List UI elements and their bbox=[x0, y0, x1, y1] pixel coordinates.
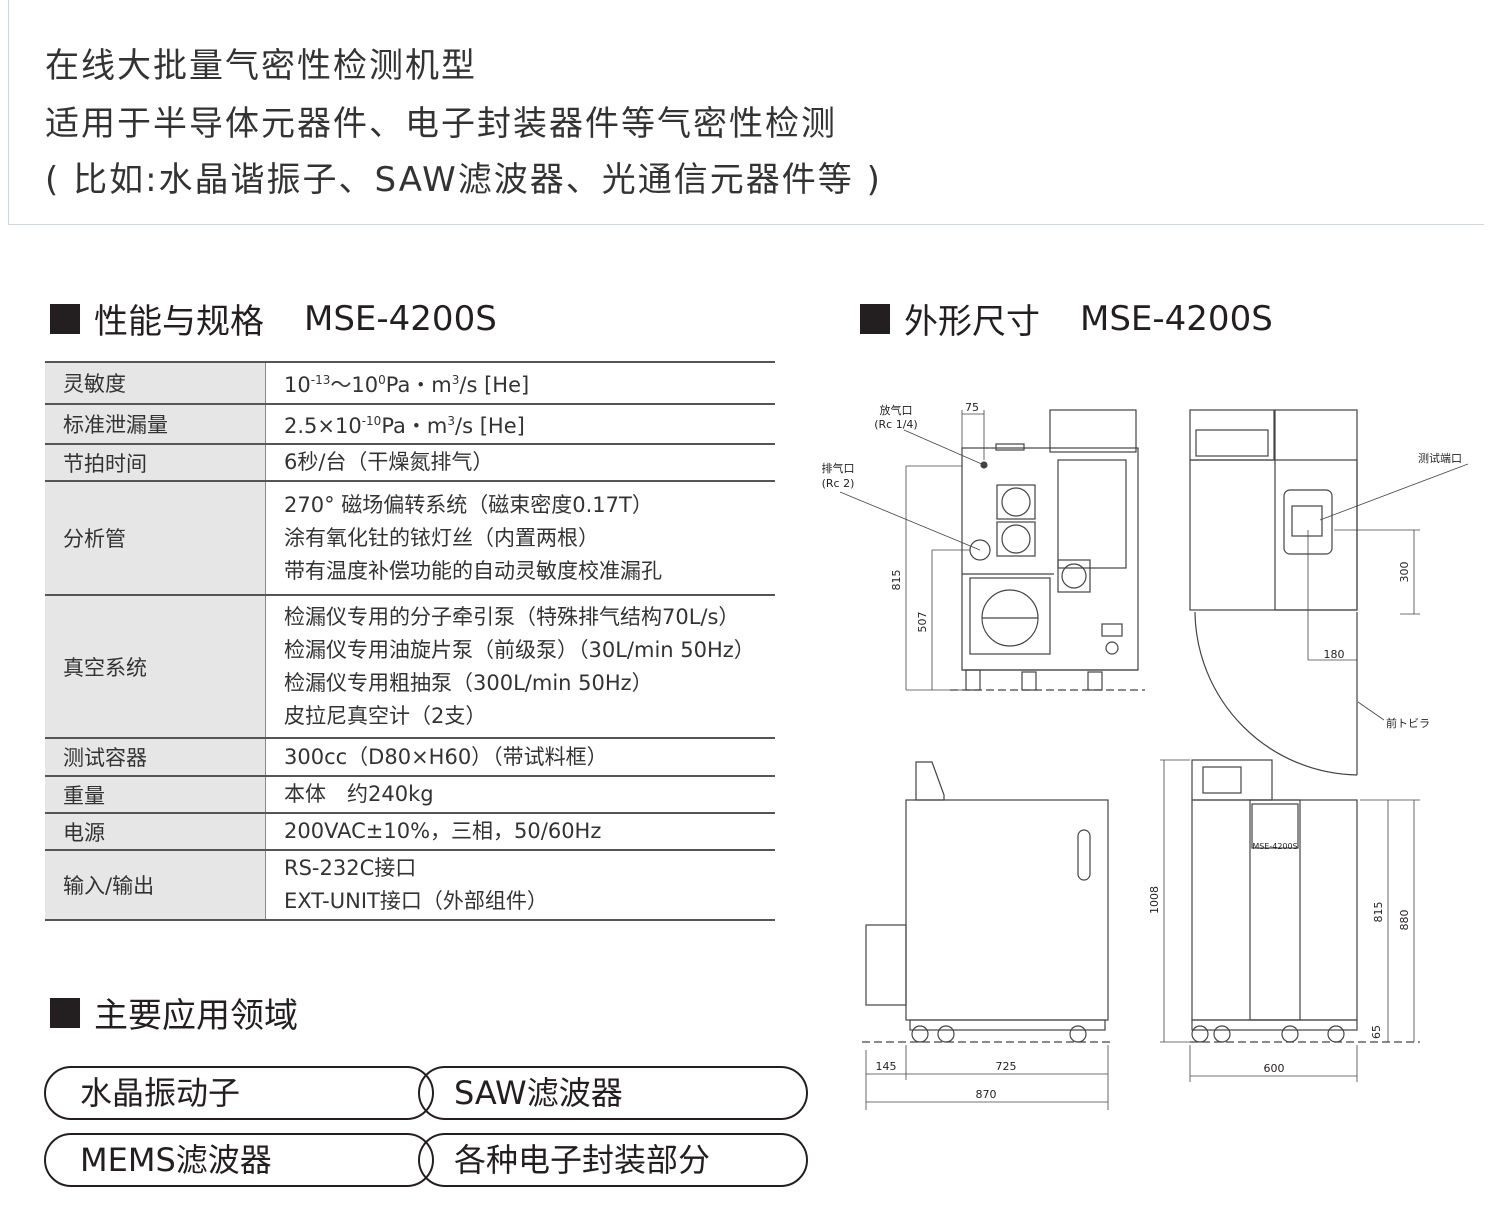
spec-label: 电源 bbox=[45, 812, 266, 851]
spec-label: 真空系统 bbox=[45, 594, 266, 739]
nameplate-label: MSE-4200S bbox=[1252, 842, 1297, 851]
dimension-lines bbox=[839, 410, 1469, 1110]
intro-line-2: 适用于半导体元器件、电子封装器件等气密性检测 bbox=[45, 104, 837, 144]
spec-row-sensitivity: 灵敏度 10-13～100Pa・m3/s [He] bbox=[45, 361, 775, 405]
application-pill: 水晶振动子 bbox=[44, 1066, 434, 1120]
spec-line: 检漏仪专用的分子牵引泵（特殊排气结构70L/s） bbox=[284, 604, 740, 629]
spec-row-power: 电源 200VAC±10%，三相，50/60Hz bbox=[45, 812, 775, 851]
vent-port-size: (Rc 1/4) bbox=[874, 418, 917, 431]
spec-row-test-chamber: 测试容器 300cc（D80×H60）（带试料框） bbox=[45, 737, 775, 777]
application-pill: MEMS滤波器 bbox=[44, 1133, 434, 1187]
exhaust-port-label: 排气口 bbox=[822, 461, 855, 475]
dim-815-top: 815 bbox=[890, 570, 903, 591]
test-port-label: 测试端口 bbox=[1418, 452, 1462, 465]
spec-row-standard-leak: 标准泄漏量 2.5×10-10Pa・m3/s [He] bbox=[45, 403, 775, 445]
front-right-view-drawing bbox=[1190, 759, 1420, 1043]
spec-line: 皮拉尼真空计（2支） bbox=[284, 703, 487, 728]
spec-value: 6秒/台（干燥氮排气） bbox=[265, 443, 775, 482]
square-bullet-icon bbox=[860, 303, 890, 334]
side-view-drawing bbox=[1189, 409, 1420, 776]
spec-value: 2.5×10-10Pa・m3/s [He] bbox=[265, 403, 775, 445]
spec-row-weight: 重量 本体 约240kg bbox=[45, 775, 775, 814]
spec-line: 带有温度补偿功能的自动灵敏度校准漏孔 bbox=[284, 558, 662, 583]
dim-model-text: MSE-4200S bbox=[1080, 298, 1273, 339]
spec-line: RS-232C接口 bbox=[284, 856, 417, 880]
spec-row-cycle-time: 节拍时间 6秒/台（干燥氮排气） bbox=[45, 443, 775, 482]
spec-title-text: 性能与规格 bbox=[94, 302, 264, 342]
spec-value: 10-13～100Pa・m3/s [He] bbox=[265, 361, 775, 405]
spec-table: 灵敏度 10-13～100Pa・m3/s [He] 标准泄漏量 2.5×10-1… bbox=[45, 361, 775, 921]
spec-label: 重量 bbox=[45, 775, 266, 814]
intro-line-3: ( 比如:水晶谐振子、SAW滤波器、光通信元器件等 ) bbox=[45, 160, 882, 200]
exhaust-port-size: (Rc 2) bbox=[822, 477, 855, 490]
dim-145: 145 bbox=[876, 1060, 897, 1073]
dim-75: 75 bbox=[965, 401, 979, 414]
intro-line-1: 在线大批量气密性检测机型 bbox=[45, 46, 477, 86]
spec-section-title: 性能与规格 MSE-4200S bbox=[50, 294, 497, 343]
intro-block: 在线大批量气密性检测机型 适用于半导体元器件、电子封装器件等气密性检测 ( 比如… bbox=[8, 0, 1484, 225]
spec-value: 200VAC±10%，三相，50/60Hz bbox=[265, 812, 775, 851]
dim-880: 880 bbox=[1398, 910, 1411, 931]
spec-value: RS-232C接口 EXT-UNIT接口（外部组件） bbox=[265, 849, 775, 921]
top-view-drawing bbox=[950, 409, 1145, 691]
spec-row-analyzer: 分析管 270° 磁场偏转系统（磁束密度0.17T） 涂有氧化钍的铱灯丝（内置两… bbox=[45, 480, 775, 596]
dimension-section-title: 外形尺寸 MSE-4200S bbox=[860, 294, 1273, 343]
spec-label: 灵敏度 bbox=[45, 361, 266, 405]
dim-300: 300 bbox=[1398, 562, 1411, 583]
spec-line: 270° 磁场偏转系统（磁束密度0.17T） bbox=[284, 492, 653, 517]
spec-value: 300cc（D80×H60）（带试料框） bbox=[265, 737, 775, 777]
spec-label: 测试容器 bbox=[45, 737, 266, 777]
front-left-view-drawing bbox=[862, 761, 1112, 1043]
applications-section-title: 主要应用领域 bbox=[50, 988, 298, 1037]
dim-180: 180 bbox=[1324, 648, 1345, 661]
spec-label: 输入/输出 bbox=[45, 849, 266, 921]
application-pill: 各种电子封装部分 bbox=[418, 1133, 808, 1187]
dim-725: 725 bbox=[996, 1060, 1017, 1073]
spec-value: 检漏仪专用的分子牵引泵（特殊排气结构70L/s） 检漏仪专用油旋片泵（前级泵）（… bbox=[265, 594, 775, 739]
dim-65: 65 bbox=[1370, 1025, 1383, 1039]
applications-title-text: 主要应用领域 bbox=[94, 996, 298, 1036]
spec-label: 标准泄漏量 bbox=[45, 403, 266, 445]
dim-815-front: 815 bbox=[1372, 902, 1385, 923]
spec-model-text: MSE-4200S bbox=[304, 298, 497, 339]
dim-1008: 1008 bbox=[1148, 886, 1161, 914]
spec-line: 检漏仪专用粗抽泵（300L/min 50Hz） bbox=[284, 670, 653, 695]
spec-label: 分析管 bbox=[45, 480, 266, 596]
square-bullet-icon bbox=[50, 997, 80, 1028]
spec-value: 270° 磁场偏转系统（磁束密度0.17T） 涂有氧化钍的铱灯丝（内置两根） 带… bbox=[265, 480, 775, 596]
spec-label: 节拍时间 bbox=[45, 443, 266, 482]
spec-line: 涂有氧化钍的铱灯丝（内置两根） bbox=[284, 525, 599, 550]
square-bullet-icon bbox=[50, 303, 80, 334]
dim-870: 870 bbox=[976, 1088, 997, 1101]
dim-507: 507 bbox=[916, 612, 929, 633]
spec-line: EXT-UNIT接口（外部组件） bbox=[284, 889, 548, 913]
dim-600: 600 bbox=[1264, 1062, 1285, 1075]
spec-row-vacuum: 真空系统 检漏仪专用的分子牵引泵（特殊排气结构70L/s） 检漏仪专用油旋片泵（… bbox=[45, 594, 775, 739]
spec-line: 检漏仪专用油旋片泵（前级泵）（30L/min 50Hz） bbox=[284, 637, 755, 662]
front-door-label: 前トビラ bbox=[1386, 716, 1430, 730]
spec-row-io: 输入/输出 RS-232C接口 EXT-UNIT接口（外部组件） bbox=[45, 849, 775, 921]
spec-value: 本体 约240kg bbox=[265, 775, 775, 814]
dim-title-text: 外形尺寸 bbox=[904, 302, 1040, 342]
vent-port-label: 放气口 bbox=[880, 403, 913, 417]
application-pill: SAW滤波器 bbox=[418, 1066, 808, 1120]
